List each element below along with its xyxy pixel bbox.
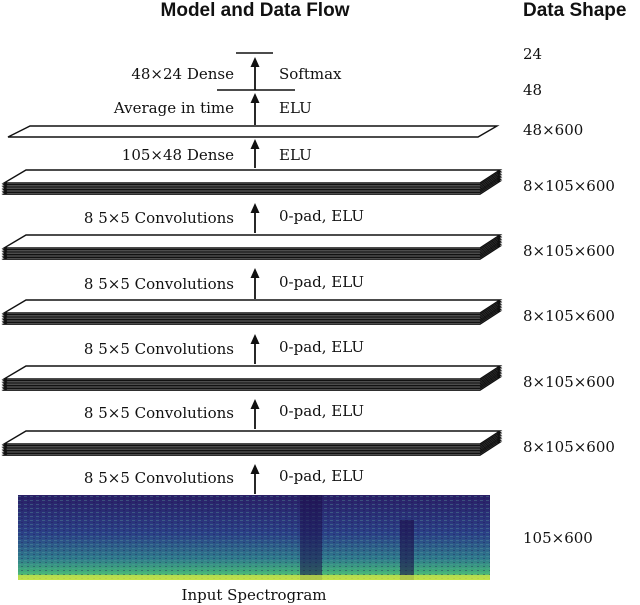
shape-header: Data Shape bbox=[523, 0, 626, 21]
convolution-stacks bbox=[1, 169, 503, 456]
layer-right-label: Softmax bbox=[279, 65, 342, 83]
flow-arrow-head bbox=[250, 57, 260, 67]
layer-right-label: 0-pad, ELU bbox=[279, 402, 364, 420]
layer-left-label: 105×48 Dense bbox=[122, 146, 234, 164]
shape-label: 8×105×600 bbox=[523, 373, 615, 391]
shape-label: 8×105×600 bbox=[523, 438, 615, 456]
layer-right-label: 0-pad, ELU bbox=[279, 273, 364, 291]
flow-arrow-head bbox=[250, 93, 260, 103]
data-shape-column: 24 48 48×600 8×105×600 8×105×600 8×105×6… bbox=[523, 45, 615, 547]
layer-left-label: 8 5×5 Convolutions bbox=[84, 469, 234, 487]
layer-right-label: 0-pad, ELU bbox=[279, 467, 364, 485]
spectrogram-dark-band bbox=[400, 520, 414, 580]
layer-left-label: Average in time bbox=[113, 99, 234, 117]
layer-left-label: 48×24 Dense bbox=[131, 65, 234, 83]
layer-left-label: 8 5×5 Convolutions bbox=[84, 209, 234, 227]
flow-arrow-head bbox=[250, 334, 260, 344]
flow-arrows bbox=[250, 57, 260, 494]
shape-label: 8×105×600 bbox=[523, 307, 615, 325]
layer-right-label: ELU bbox=[279, 99, 312, 117]
flow-header: Model and Data Flow bbox=[161, 0, 350, 21]
feature-map-sheet bbox=[1, 299, 503, 314]
shape-label: 105×600 bbox=[523, 529, 593, 547]
layer-right-label: 0-pad, ELU bbox=[279, 207, 364, 225]
shape-label: 48×600 bbox=[523, 121, 583, 139]
feature-map-sheet bbox=[1, 365, 503, 380]
feature-map-sheet bbox=[1, 430, 503, 445]
layer-right-label: ELU bbox=[279, 146, 312, 164]
layer-left-label: 8 5×5 Convolutions bbox=[84, 340, 234, 358]
flow-arrow-head bbox=[250, 464, 260, 474]
flow-arrow-head bbox=[250, 203, 260, 213]
layer-left-label: 8 5×5 Convolutions bbox=[84, 404, 234, 422]
layer-right-label: 0-pad, ELU bbox=[279, 338, 364, 356]
layer-labels: 48×24 Dense Softmax Average in time ELU … bbox=[84, 65, 364, 487]
layer-left-label: 8 5×5 Convolutions bbox=[84, 275, 234, 293]
shape-label: 8×105×600 bbox=[523, 242, 615, 260]
shape-label: 48 bbox=[523, 81, 542, 99]
spectrogram-dark-band bbox=[300, 495, 322, 580]
time-average-sheet bbox=[7, 125, 500, 138]
input-spectrogram-label: Input Spectrogram bbox=[182, 586, 327, 604]
shape-label: 8×105×600 bbox=[523, 177, 615, 195]
flow-arrow-head bbox=[250, 139, 260, 149]
feature-map-sheet bbox=[1, 234, 503, 249]
shape-label: 24 bbox=[523, 45, 542, 63]
flow-arrow-head bbox=[250, 268, 260, 278]
input-spectrogram bbox=[18, 495, 490, 580]
feature-map-sheet bbox=[1, 169, 503, 184]
flow-arrow-head bbox=[250, 399, 260, 409]
